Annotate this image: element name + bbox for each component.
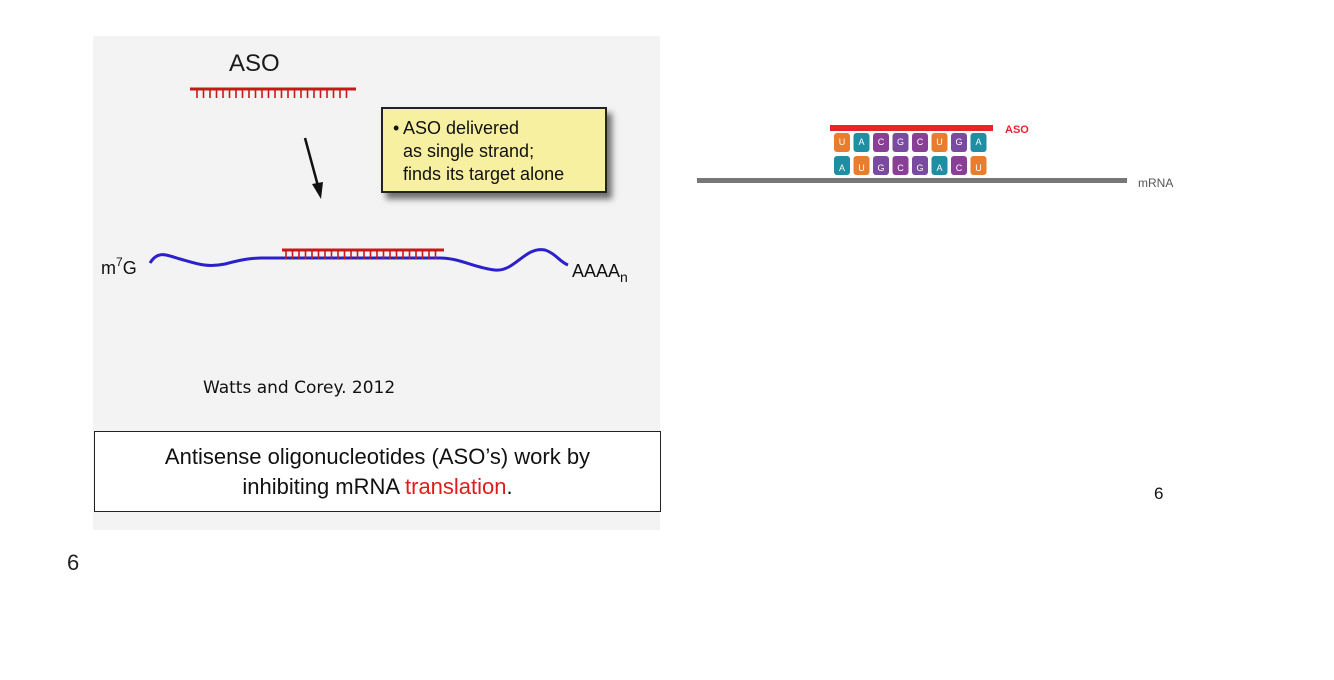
base-letter: A (975, 137, 981, 147)
base-pairs: U A A U C G G C C G U A G C A U (834, 133, 987, 175)
base-letter: A (839, 163, 845, 173)
statement-line-1: Antisense oligonucleotides (ASO’s) work … (164, 444, 591, 469)
base-letter: G (916, 163, 923, 173)
base-letter: G (897, 137, 904, 147)
polya-tail-label: AAAAn (572, 261, 628, 285)
aso-strand-top (190, 87, 356, 98)
base-letter: G (955, 137, 962, 147)
aso-base-G (951, 133, 967, 152)
aso-base-A (970, 133, 987, 152)
cap-label: m7G (101, 255, 137, 278)
base-letter: C (956, 163, 963, 173)
statement-box: Antisense oligonucleotides (ASO’s) work … (94, 431, 661, 512)
right-aso-label: ASO (1005, 124, 1029, 136)
citation: Watts and Corey. 2012 (203, 378, 396, 398)
aso-base-C (912, 133, 928, 152)
base-letter: U (936, 137, 943, 147)
callout-box: •ASO delivered as single strand; finds i… (381, 107, 607, 193)
base-letter: U (839, 137, 846, 147)
statement-line-2: inhibiting mRNA translation. (242, 474, 513, 499)
right-mrna-label: mRNA (1138, 176, 1174, 190)
base-letter: C (917, 137, 924, 147)
aso-base-C (873, 133, 889, 152)
binding-arrow (303, 137, 323, 199)
mrna-base-U (853, 156, 870, 175)
mrna-base-C (951, 156, 967, 175)
slide-number-right: 6 (1154, 484, 1164, 503)
mrna-base-C (892, 156, 909, 175)
mrna-base-U (970, 156, 987, 175)
aso-base-G (892, 133, 909, 152)
mrna-base-A (834, 156, 850, 175)
base-letter: C (878, 137, 885, 147)
aso-base-U (931, 133, 948, 152)
slide-number-left: 6 (67, 550, 80, 575)
base-letter: U (858, 163, 865, 173)
base-letter: C (897, 163, 904, 173)
base-letter: A (936, 163, 942, 173)
mrna-base-A (931, 156, 948, 175)
aso-bound-strand (282, 248, 444, 259)
aso-base-A (853, 133, 870, 152)
translation-highlight: translation (405, 474, 507, 499)
mrna-strand (148, 248, 569, 272)
callout-bullet: • (393, 118, 400, 138)
callout-line-3: finds its target alone (403, 164, 565, 184)
base-letter: U (975, 163, 982, 173)
aso-label: ASO (229, 50, 280, 77)
callout-line-2: as single strand; (403, 141, 535, 161)
mrna-base-G (873, 156, 889, 175)
base-letter: G (877, 163, 884, 173)
base-letter: A (858, 137, 864, 147)
callout-line-1: ASO delivered (403, 118, 520, 138)
right-mrna-line (697, 178, 1127, 183)
aso-base-U (834, 133, 850, 152)
right-aso-bar (830, 125, 993, 131)
mrna-base-G (912, 156, 928, 175)
